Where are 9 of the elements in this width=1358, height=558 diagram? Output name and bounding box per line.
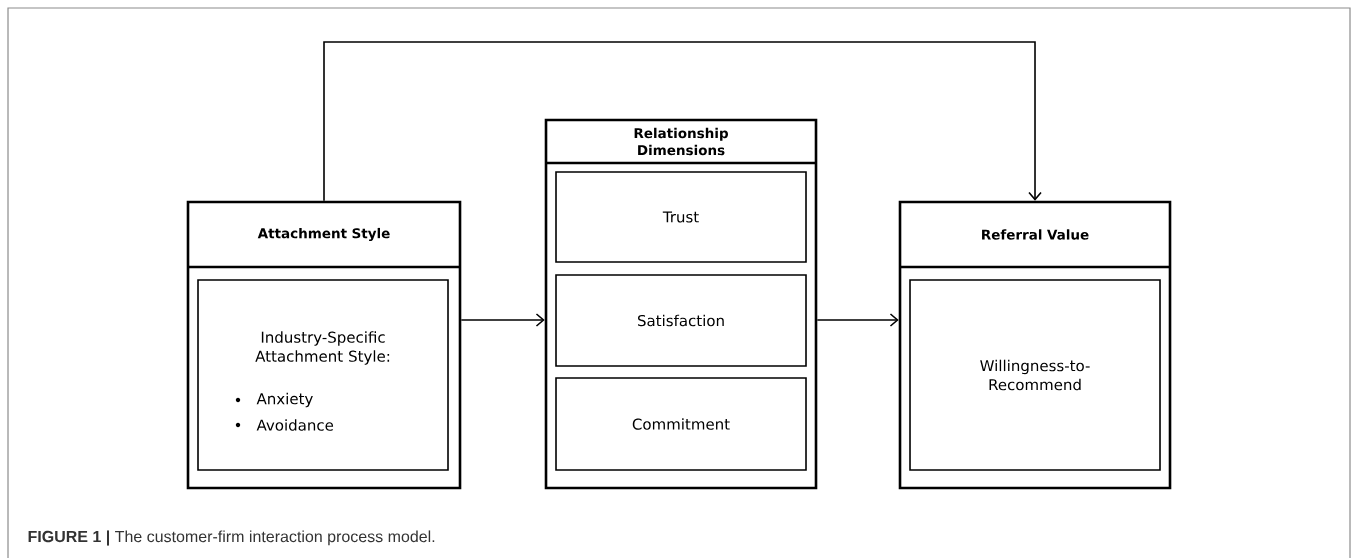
- content-box: Willingness-to-Recommend: [909, 279, 1161, 471]
- arrow: [323, 41, 1042, 202]
- content-box: Satisfaction: [555, 274, 807, 367]
- caption: FIGURE 1 | The customer-firm interaction process model.: [28, 530, 435, 546]
- arrow: [460, 313, 545, 327]
- content-box: Trust: [555, 171, 807, 263]
- arrow: [816, 313, 899, 327]
- content-box: Industry-Specific Attachment Style: Anxiety Avoidance: [197, 279, 449, 471]
- content-box: Commitment: [555, 377, 807, 471]
